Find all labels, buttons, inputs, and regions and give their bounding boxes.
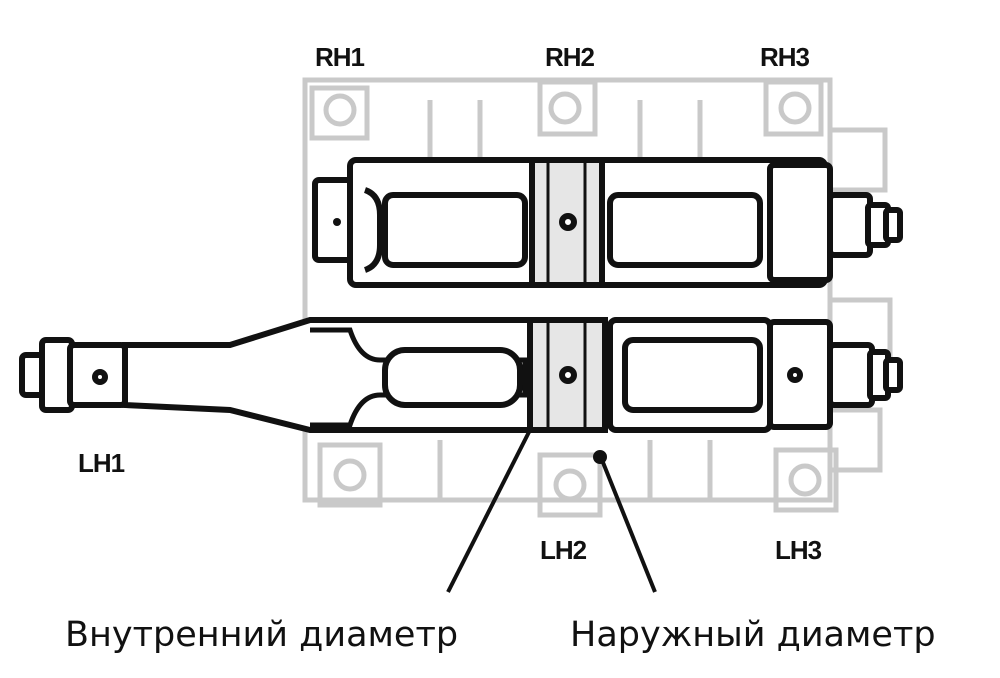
label-rh3: RH3 bbox=[760, 42, 810, 72]
label-lh1: LH1 bbox=[78, 448, 125, 478]
label-lh2: LH2 bbox=[540, 535, 587, 565]
label-rh1: RH1 bbox=[315, 42, 365, 72]
upper-bore-gauge bbox=[312, 157, 903, 288]
leader-lines bbox=[446, 429, 657, 593]
label-rh2: RH2 bbox=[545, 42, 595, 72]
label-lh3: LH3 bbox=[775, 535, 822, 565]
caption-inner-diameter: Внутренний диаметр bbox=[65, 615, 459, 655]
caption-outer-diameter: Наружный диаметр bbox=[570, 615, 936, 655]
engine-block-outline bbox=[302, 77, 893, 518]
lower-bore-gauge bbox=[19, 317, 903, 433]
